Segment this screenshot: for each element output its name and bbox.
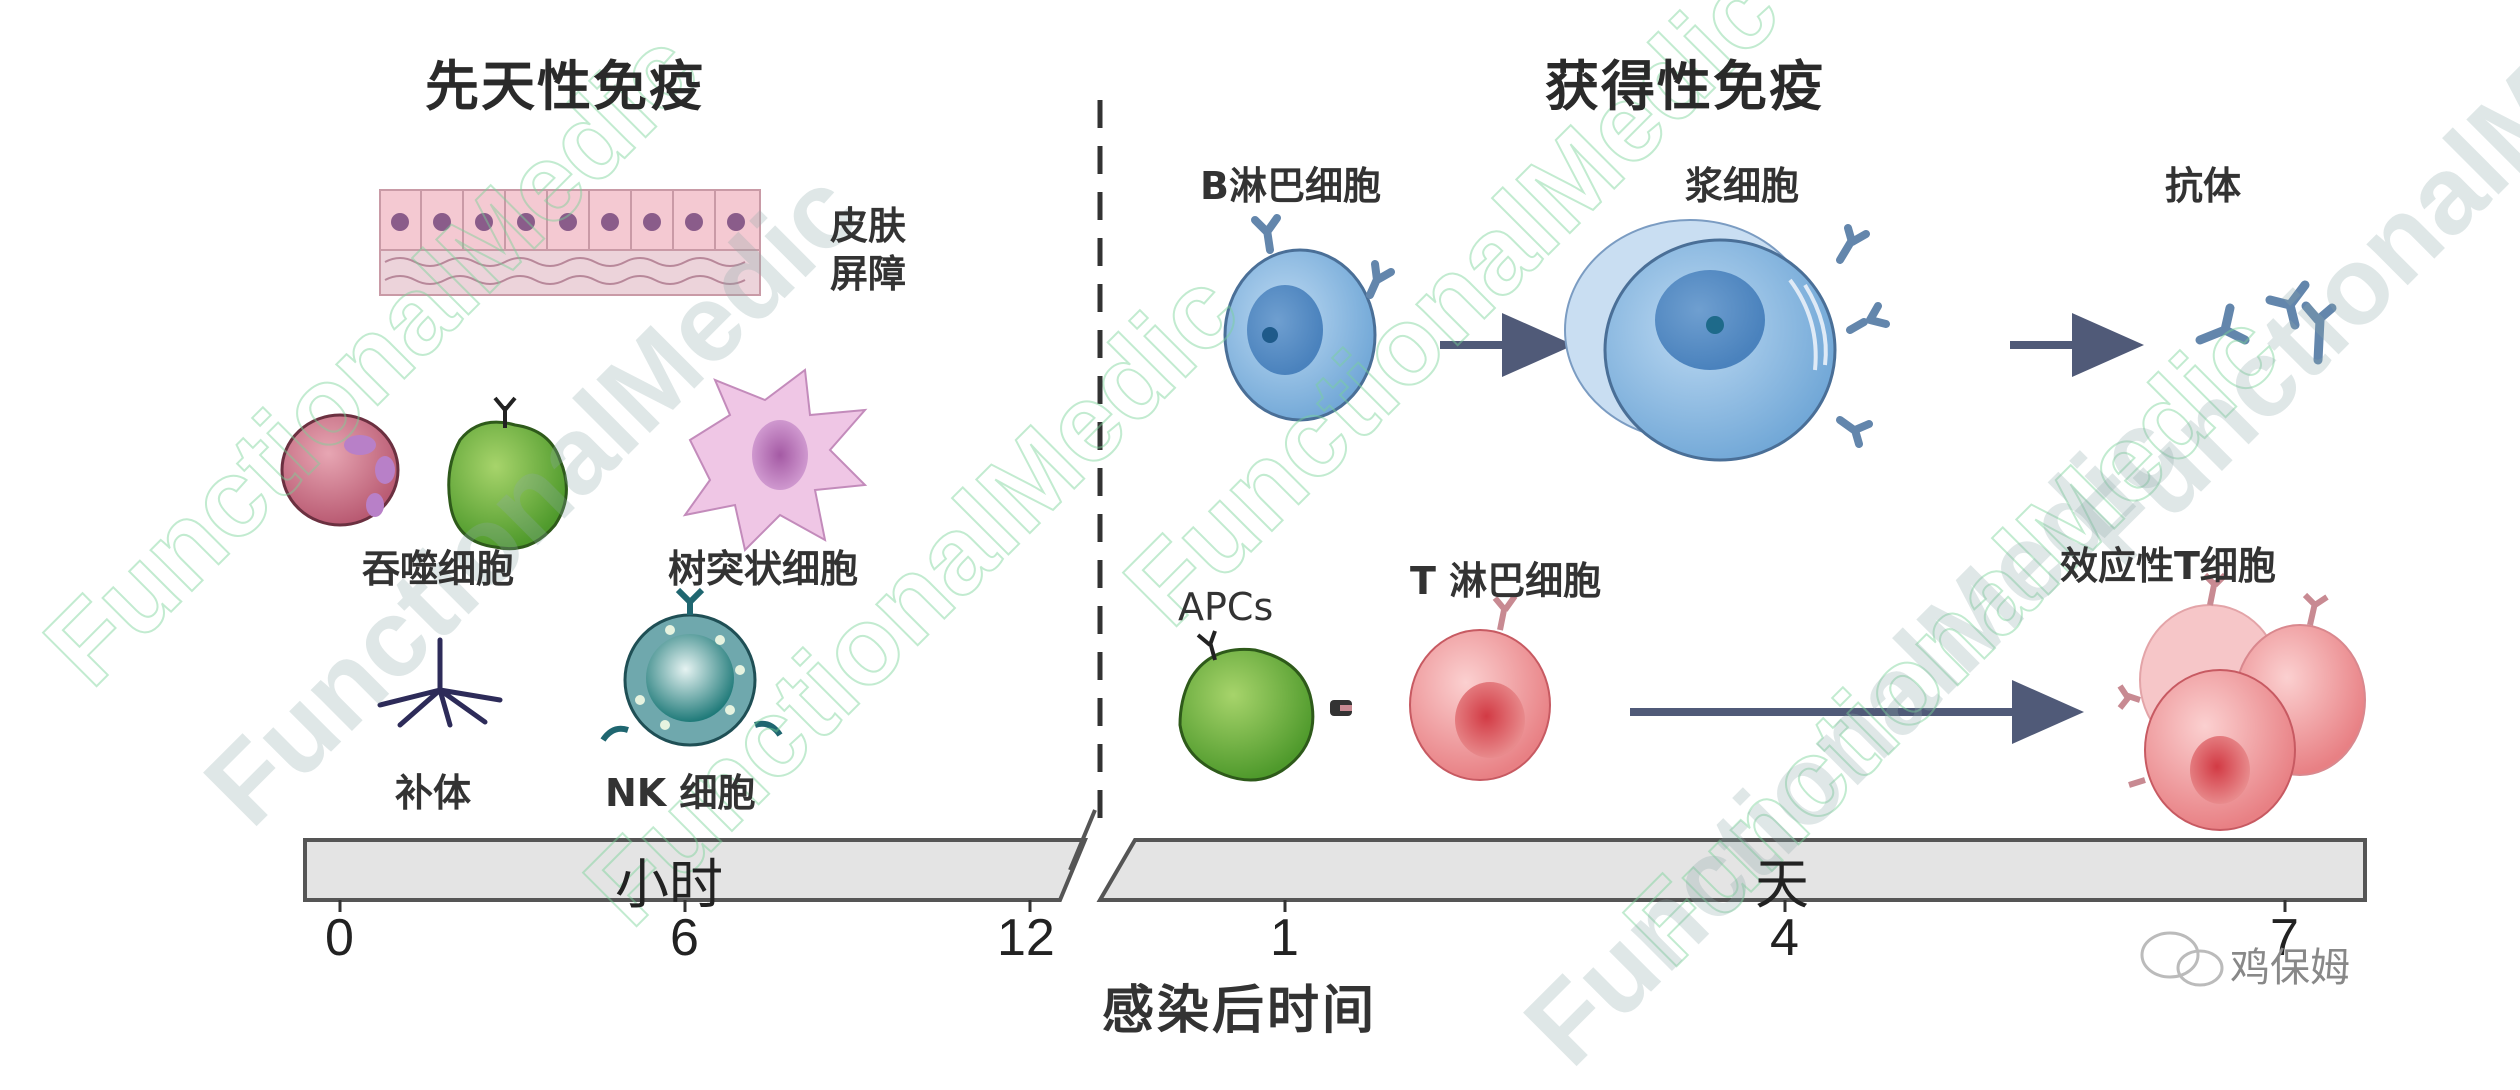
complement-label: 补体 bbox=[395, 771, 472, 815]
innate-immunity-title: 先天性免疫 bbox=[425, 55, 705, 118]
plasma-cell-illustration bbox=[1564, 219, 1890, 462]
hours-bar-label: 小时 bbox=[615, 853, 723, 916]
nk-cell-illustration bbox=[600, 587, 783, 747]
green-phagocyte-illustration bbox=[447, 396, 568, 551]
skin-barrier-label-line1: 皮肤 bbox=[830, 204, 907, 248]
corner-logo-text: 鸡保姆 bbox=[2230, 945, 2350, 991]
skin-barrier-illustration bbox=[379, 189, 761, 296]
b-lymphocyte-illustration bbox=[1223, 214, 1395, 422]
tick-marks bbox=[338, 900, 2287, 912]
phagocyte-label: 吞噬细胞 bbox=[362, 547, 515, 591]
days-bar-label: 天 bbox=[1755, 853, 1809, 916]
effector-t-cell-illustration bbox=[2117, 572, 2366, 831]
days-bar bbox=[1096, 838, 2367, 902]
skin-barrier-label-line2: 屏障 bbox=[830, 252, 907, 296]
tick-label-hour-6: 6 bbox=[670, 909, 699, 967]
b-lymphocyte-label: B淋巴细胞 bbox=[1200, 164, 1381, 208]
tick-label-day-1: 1 bbox=[1270, 909, 1299, 967]
t-lymphocyte-illustration bbox=[1340, 594, 1551, 781]
tick-label-day-4: 4 bbox=[1770, 909, 1799, 967]
apcs-label: APCs bbox=[1178, 585, 1274, 629]
apc-illustration bbox=[1178, 630, 1352, 782]
wechat-logo-icon bbox=[2140, 931, 2224, 987]
tick-label-hour-0: 0 bbox=[325, 909, 354, 967]
macrophage-illustration bbox=[280, 413, 400, 527]
tick-label-day-7: 7 bbox=[2270, 909, 2299, 967]
axis-title: 感染后时间 bbox=[1102, 981, 1378, 1041]
dendritic-cell-illustration bbox=[682, 368, 868, 552]
tick-label-hour-12: 12 bbox=[997, 909, 1055, 967]
nk-cell-label: NK 细胞 bbox=[605, 771, 756, 815]
hours-bar bbox=[303, 809, 1097, 902]
effector-t-cell-label: 效应性T细胞 bbox=[2060, 544, 2276, 588]
complement-illustration bbox=[377, 637, 503, 728]
dendritic-cell-label: 树突状细胞 bbox=[668, 547, 859, 591]
antibody-label: 抗体 bbox=[2165, 164, 2242, 208]
t-lymphocyte-label: T 淋巴细胞 bbox=[1410, 559, 1602, 603]
plasma-cell-label: 浆细胞 bbox=[1685, 164, 1800, 208]
adaptive-immunity-title: 获得性免疫 bbox=[1545, 55, 1825, 118]
antibody-illustration bbox=[2195, 280, 2337, 365]
